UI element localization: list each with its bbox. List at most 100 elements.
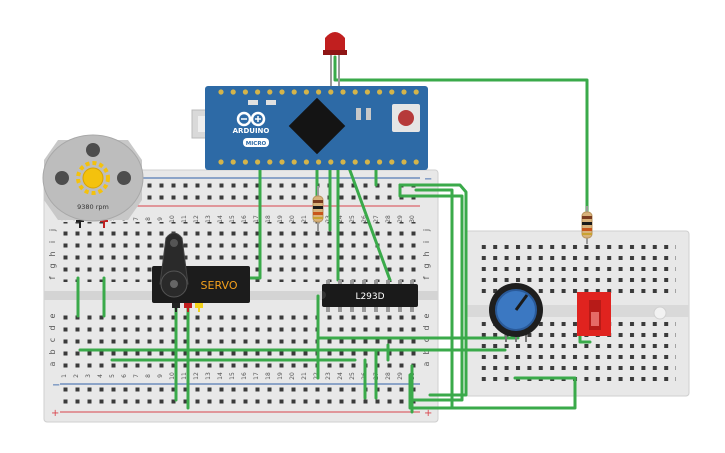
rail-plus-label: + — [51, 408, 59, 419]
column-number: 9 — [157, 217, 164, 221]
ic-pin — [362, 280, 366, 285]
arduino-model: MICRO — [246, 141, 267, 147]
led — [323, 32, 347, 86]
row-letter: e — [422, 313, 431, 318]
bottom-power-rail-holes — [60, 387, 420, 411]
motor-screw-left — [55, 171, 69, 185]
ic-pin — [374, 280, 378, 285]
arduino-header-pin — [413, 159, 419, 165]
column-number: 18 — [265, 372, 272, 380]
row-letter: d — [422, 325, 431, 330]
ic-pin — [398, 280, 402, 285]
column-number: 24 — [337, 372, 344, 380]
column-number: 12 — [193, 372, 200, 380]
resistor-1 — [312, 186, 324, 232]
arduino-header-pin — [242, 159, 248, 165]
arduino-logo-icon — [236, 111, 266, 127]
column-number: 5 — [109, 374, 116, 378]
arduino-header-pin — [328, 89, 334, 95]
rail-plus-label-right: + — [424, 408, 432, 419]
arduino-header-pin — [340, 159, 346, 165]
column-number: 26 — [361, 215, 368, 223]
column-number: 15 — [229, 215, 236, 223]
column-number: 17 — [253, 372, 260, 380]
row-letter: b — [48, 349, 57, 354]
arduino-header-pin — [328, 159, 334, 165]
row-letter: i — [48, 241, 57, 243]
arduino-micro: ARDUINO MICRO — [191, 86, 428, 170]
column-number: 19 — [277, 215, 284, 223]
row-letter: g — [422, 263, 431, 268]
arduino-header-pin — [291, 159, 297, 165]
column-number: 19 — [277, 372, 284, 380]
row-letter: j — [48, 229, 57, 232]
arduino-header-pin — [255, 89, 261, 95]
column-number: 28 — [385, 372, 392, 380]
arduino-header-pin — [279, 89, 285, 95]
column-number: 21 — [301, 215, 308, 223]
arduino-brand: ARDUINO — [233, 127, 270, 135]
column-number: 20 — [289, 215, 296, 223]
arduino-header-pin — [255, 159, 261, 165]
column-number: 23 — [325, 372, 332, 380]
ic-pin — [386, 280, 390, 285]
column-number: 11 — [181, 372, 188, 380]
ic-pin — [362, 307, 366, 312]
micro-badge — [243, 138, 269, 147]
motor-screw-top — [86, 143, 100, 157]
ic-pin — [350, 307, 354, 312]
row-letter: g — [48, 263, 57, 268]
ic-pin — [326, 307, 330, 312]
column-number: 24 — [337, 215, 344, 223]
row-letter: b — [422, 349, 431, 354]
arduino-header-pin — [389, 159, 395, 165]
rail-minus-label-right: − — [424, 174, 432, 185]
arduino-header-pin — [377, 159, 383, 165]
column-number: 2 — [73, 374, 80, 378]
row-letter: d — [48, 325, 57, 330]
row-letter: f — [422, 276, 431, 279]
column-number: 25 — [349, 215, 356, 223]
column-number: 7 — [133, 374, 140, 378]
arduino-header-pin — [316, 89, 322, 95]
arduino-header-pin — [401, 89, 407, 95]
l293d-chip: L293D — [322, 280, 418, 312]
wire-right-loop-1 — [398, 183, 464, 402]
column-number: 17 — [253, 215, 260, 223]
arduino-header-pin — [279, 159, 285, 165]
column-number: 1 — [61, 374, 68, 378]
motor-screw-right — [117, 171, 131, 185]
column-number: 13 — [205, 372, 212, 380]
arduino-header-pin — [230, 159, 236, 165]
wires — [76, 55, 592, 414]
ic-pin — [338, 307, 342, 312]
arduino-header-pin — [364, 159, 370, 165]
column-number: 14 — [217, 372, 224, 380]
ic-pin — [410, 307, 414, 312]
rail-minus-label: − — [52, 380, 60, 391]
arduino-header-pin — [230, 89, 236, 95]
row-letter: j — [422, 229, 431, 232]
column-number: 29 — [397, 372, 404, 380]
column-number: 12 — [193, 215, 200, 223]
arduino-header-pin — [364, 89, 370, 95]
column-number: 4 — [97, 374, 104, 378]
column-number: 21 — [301, 372, 308, 380]
l293d-body — [322, 284, 418, 307]
arduino-header-pin — [413, 89, 419, 95]
ic-pin — [338, 280, 342, 285]
arduino-header-pin — [352, 89, 358, 95]
ic-pin — [386, 307, 390, 312]
row-letter: c — [422, 338, 431, 342]
row-letter: i — [422, 241, 431, 243]
column-number: 7 — [133, 217, 140, 221]
column-number: 8 — [145, 374, 152, 378]
slide-switch[interactable] — [577, 292, 611, 336]
arduino-header-pin — [303, 89, 309, 95]
arduino-header-pin — [352, 159, 358, 165]
column-number: 29 — [397, 215, 404, 223]
arduino-header-pin — [303, 159, 309, 165]
column-number: 16 — [241, 215, 248, 223]
column-number: 10 — [169, 372, 176, 380]
